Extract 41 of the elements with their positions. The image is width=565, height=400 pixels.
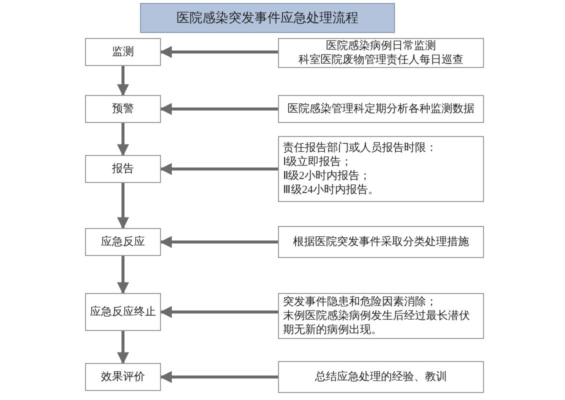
process-box [85,363,161,391]
arrow [117,331,129,364]
box-text: 监测 [112,45,134,59]
box-text: 预警 [112,102,134,116]
title-banner: 医院感染突发事件应急处理流程 [140,3,395,33]
process-box [85,155,161,183]
arrow [160,103,278,115]
arrow [117,256,129,294]
box-text: 报告 [112,162,134,176]
process-box [278,136,484,202]
arrow [160,236,278,248]
box-text: 末例医院感染病例发生后经过最长潜伏期无新的病例出现。 [283,309,471,337]
process-box [278,293,484,339]
arrow [160,371,278,383]
box-text: 应急反应 [101,235,145,249]
box-text: 根据医院突发事件采取分类处理措施 [293,235,469,249]
arrow [160,163,278,175]
process-box [85,95,161,123]
box-text: 总结应急处理的经验、教训 [315,370,447,384]
arrow [117,183,129,230]
box-text: Ⅱ级2小时内报告； [283,169,370,183]
process-box [85,293,161,331]
process-box [278,38,484,68]
arrow [117,66,129,96]
box-text: 责任报告部门或人员报告时限： [283,141,437,155]
process-box [278,95,484,123]
process-box [278,361,484,393]
arrow [160,306,278,318]
box-text: 医院感染病例日常监测 [326,39,436,53]
process-box [85,228,161,256]
box-text: 突发事件隐患和危险因素消除； [283,295,437,309]
arrow [117,123,129,156]
box-text: Ⅰ级立即报告； [283,155,352,169]
process-box [278,226,484,258]
box-text: Ⅲ级24小时内报告。 [283,183,379,197]
box-text: 应急反应终止 [90,305,156,319]
box-text: 科室医院废物管理责任人每日巡查 [298,53,464,67]
arrow [160,46,278,58]
box-text: 效果评价 [101,370,145,384]
box-text: 医院感染管理科定期分析各种监测数据 [288,102,474,116]
process-box [85,38,161,66]
